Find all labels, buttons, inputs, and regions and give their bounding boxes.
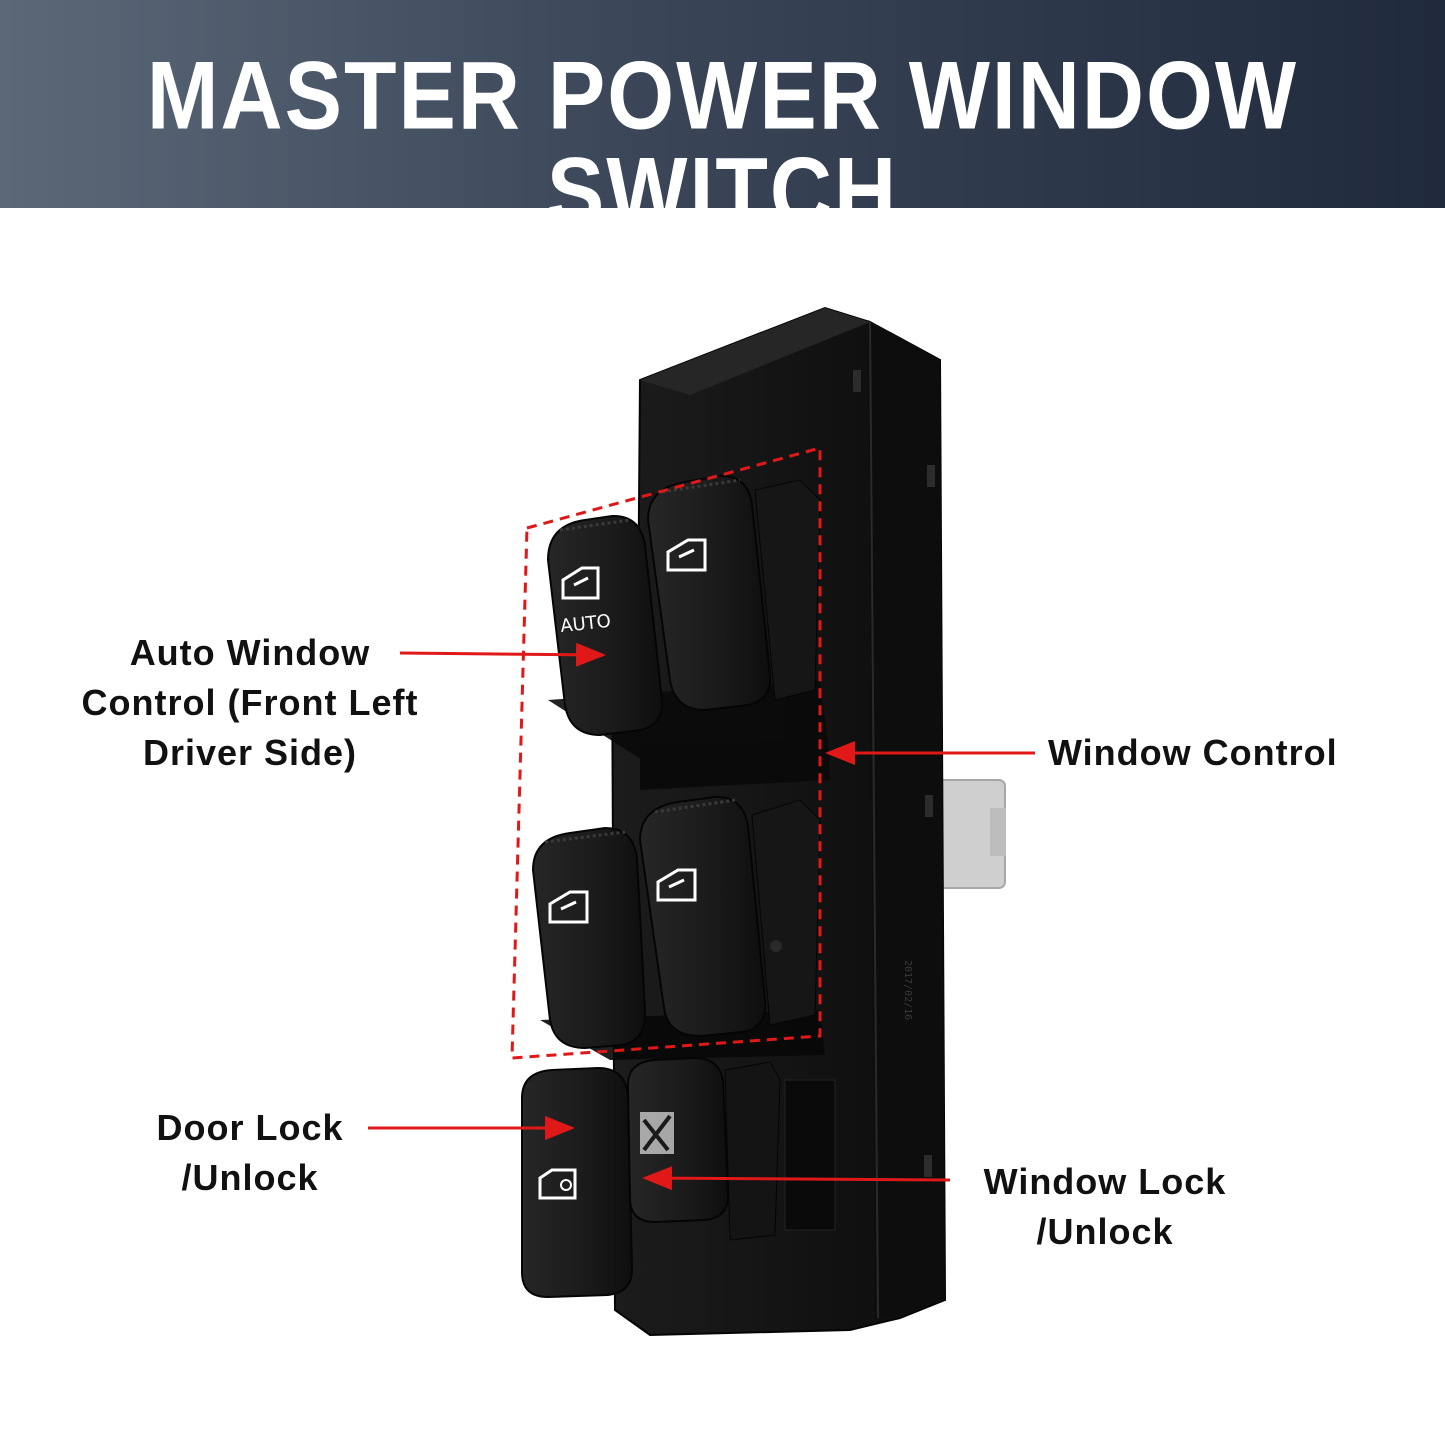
window-icon: [561, 566, 600, 600]
header-banner: MASTER POWER WINDOW SWITCH: [0, 0, 1445, 240]
label-window-control: Window Control: [1048, 732, 1338, 773]
label-door-lock: Door Lock /Unlock: [156, 1107, 344, 1198]
door-lock-button[interactable]: [521, 1066, 634, 1299]
window-icon: [656, 868, 697, 902]
label-window-lock: Window Lock /Unlock: [983, 1161, 1227, 1252]
label-auto-window-control: Auto Window Control (Front Left Driver S…: [81, 632, 419, 773]
front-left-window-button[interactable]: AUTO: [546, 514, 664, 737]
arrow-window-lock: [642, 1166, 951, 1191]
window-lock-button[interactable]: [626, 1056, 781, 1241]
window-control-outline: [510, 446, 822, 1060]
door-lock-icon: [538, 1168, 577, 1200]
rear-right-window-button[interactable]: [638, 795, 821, 1038]
window-lock-icon: [640, 1112, 674, 1154]
page-title: MASTER POWER WINDOW SWITCH: [146, 42, 1299, 246]
arrow-auto-window: [399, 642, 606, 667]
svg-text:2017/02/16: 2017/02/16: [902, 960, 913, 1020]
front-right-window-button[interactable]: [646, 474, 821, 712]
window-icon: [548, 890, 589, 924]
window-icon: [666, 538, 707, 572]
rear-left-window-button[interactable]: [531, 826, 647, 1050]
